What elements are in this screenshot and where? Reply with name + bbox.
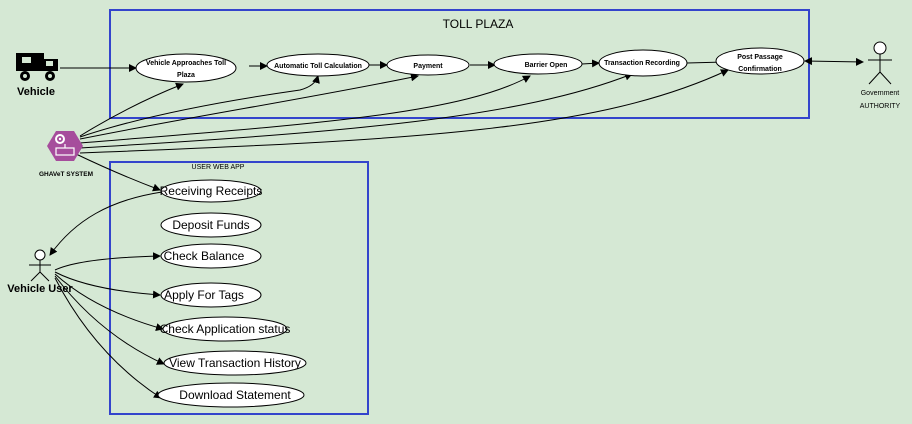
uc-deposit-funds[interactable]: Deposit Funds [160, 212, 262, 238]
uc-toll-calculation-label: Automatic Toll Calculation [274, 63, 362, 70]
vehicle-user-actor-icon [29, 249, 51, 282]
edge-system-to-barrier [79, 75, 531, 144]
edge-system-to-payment [79, 73, 419, 140]
edge-system-to-receipts [75, 153, 161, 192]
uc-vehicle-approaches-line1: Vehicle Approaches Toll [146, 60, 226, 67]
uc-view-transaction-history-label: View Transaction History [169, 356, 301, 370]
edge-user-to-tags [54, 271, 161, 299]
uc-barrier-open-label: Barrier Open [525, 62, 568, 69]
uc-payment-label: Payment [413, 63, 443, 70]
edge-barrier-to-record [581, 59, 600, 68]
edge-user-to-history [54, 275, 165, 365]
truck-icon [16, 53, 58, 81]
edge-system-to-calc [79, 75, 320, 138]
vehicle-user-label: Vehicle User [7, 283, 73, 295]
uc-view-transaction-history[interactable]: View Transaction History [163, 350, 307, 376]
edge-user-to-balance [54, 252, 161, 271]
edge-system-to-record [79, 72, 633, 149]
vehicle-label: Vehicle [17, 86, 55, 98]
uc-post-passage[interactable]: Post Passage Confirmation [715, 47, 805, 75]
edge-user-to-status [54, 273, 164, 331]
gear-hexagon-icon [47, 131, 83, 161]
government-actor-icon [868, 41, 892, 85]
edge-system-to-approach [79, 82, 184, 137]
uc-transaction-recording-label: Transaction Recording [604, 60, 680, 67]
edge-receipts-to-user [49, 191, 163, 256]
uc-check-application-status-label: Check Application status [160, 322, 291, 336]
edge-user-to-statement [54, 277, 162, 399]
system-label: GHAVeT SYSTEM [39, 171, 93, 178]
uc-check-balance-label: Check Balance [164, 249, 245, 263]
edge-system-to-confirm [79, 69, 729, 154]
edge-confirm-gov [804, 57, 864, 66]
uc-vehicle-approaches-line2: Plaza [177, 72, 195, 79]
uc-download-statement-label: Download Statement [179, 388, 291, 402]
uc-check-balance[interactable]: Check Balance [160, 243, 262, 269]
uc-download-statement[interactable]: Download Statement [157, 382, 305, 408]
uc-check-application-status[interactable]: Check Application status [160, 316, 291, 342]
web-app-boundary [109, 161, 369, 415]
uc-apply-tags-label: Apply For Tags [164, 288, 244, 302]
uc-toll-calculation[interactable]: Automatic Toll Calculation [266, 53, 370, 77]
uc-apply-tags[interactable]: Apply For Tags [160, 282, 262, 308]
uc-receiving-receipts-label: Receiving Receipts [160, 184, 263, 198]
web-app-title: USER WEB APP [192, 164, 245, 171]
government-label-line1: Government [861, 90, 900, 97]
uc-transaction-recording[interactable]: Transaction Recording [598, 49, 688, 77]
toll-plaza-title: TOLL PLAZA [443, 17, 514, 31]
uc-payment[interactable]: Payment [386, 54, 470, 76]
uc-post-passage-line2: Confirmation [738, 66, 782, 73]
uc-vehicle-approaches[interactable]: Vehicle Approaches Toll Plaza [135, 53, 237, 83]
government-label-line2: AUTHORITY [860, 103, 901, 110]
uc-deposit-funds-label: Deposit Funds [172, 218, 249, 232]
uc-receiving-receipts[interactable]: Receiving Receipts [160, 179, 263, 203]
uc-barrier-open[interactable]: Barrier Open [493, 53, 583, 75]
uc-post-passage-line1: Post Passage [737, 54, 783, 61]
